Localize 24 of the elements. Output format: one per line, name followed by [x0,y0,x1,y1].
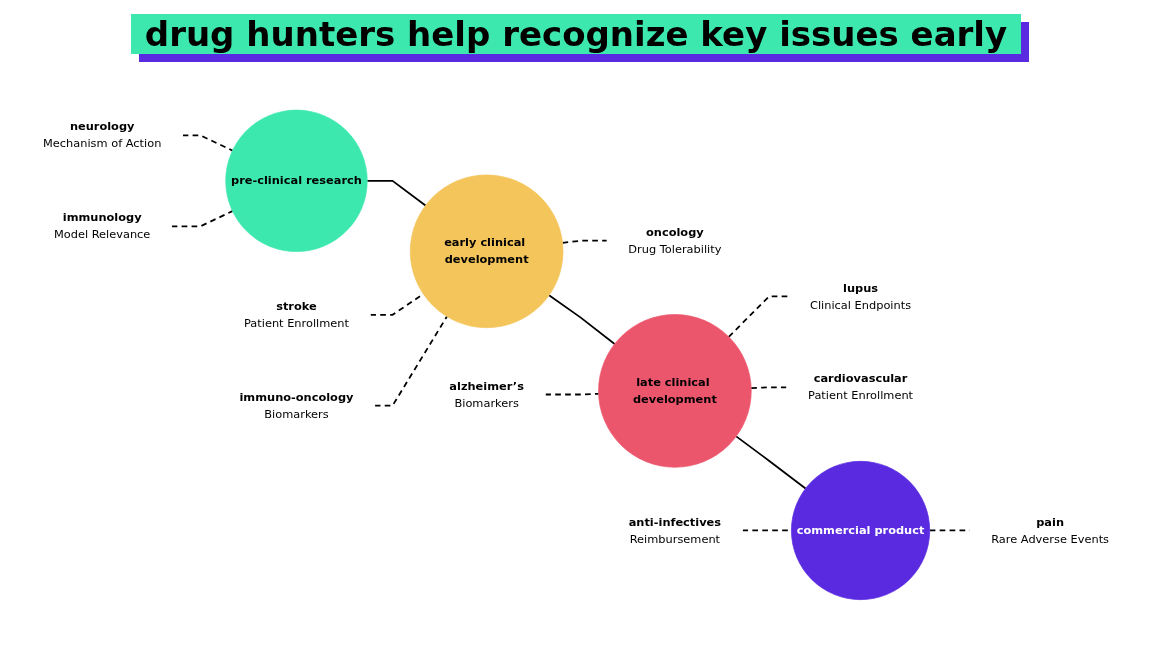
connector [561,240,608,244]
node-text: cardiovascular Patient Enrollment [808,372,914,403]
node-text: oncology Drug Tolerability [628,225,722,256]
node-circle: commercial product [791,461,931,601]
node-circle: pre-clinical research [225,110,368,253]
connector [750,386,788,390]
node-text: pain Rare Adverse Events [991,515,1109,546]
connector [735,435,807,490]
node-text: immuno-oncology Biomarkers [239,390,354,421]
node-text: anti-infectives Reimbursement [628,515,722,546]
connector [373,316,448,407]
node-circle: late clinical development [598,314,752,468]
connector [544,393,600,396]
node-text: neurology Mechanism of Action [43,120,162,151]
connector [181,134,234,152]
node-text: immunology Model Relevance [53,211,151,242]
connector [366,180,427,207]
node-text: stroke Patient Enrollment [243,299,349,331]
node-text: lupus Clinical Endpoints [810,281,912,312]
connector [170,210,234,228]
node-text: alzheimer’s Biomarkers [449,379,524,410]
connector [548,294,616,346]
node-circle: early clinical development [409,174,564,329]
connector [727,295,790,339]
